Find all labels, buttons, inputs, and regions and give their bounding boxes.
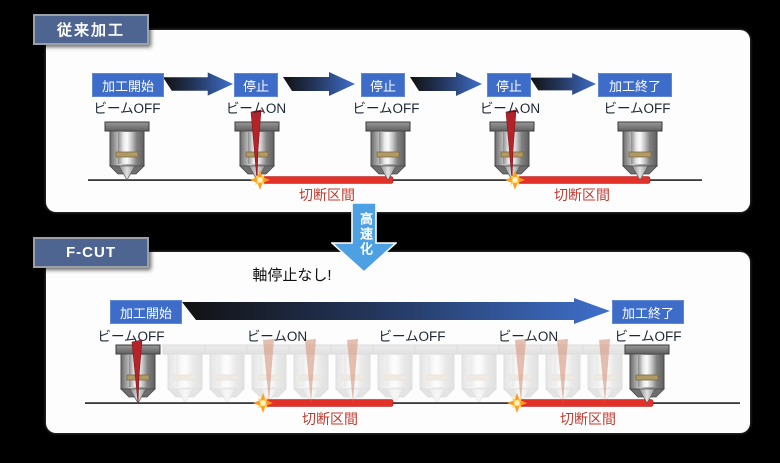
ghost-laser-beams	[263, 339, 610, 403]
cut-section-label: 切断区間	[299, 187, 355, 203]
cut-section-label: 切断区間	[554, 187, 610, 203]
beam-state-label: ビームOFF	[378, 329, 446, 344]
beam-state-label: ビームOFF	[614, 329, 682, 344]
cut-segment	[514, 176, 651, 184]
tab-conventional: 従来加工	[33, 14, 149, 45]
step-stop1-box: 停止	[234, 73, 278, 97]
beam-state-label: ビームON	[497, 329, 559, 344]
step-start-label: 加工開始	[101, 78, 154, 94]
nozzle-icon	[624, 344, 670, 404]
nozzle-icon	[617, 121, 663, 181]
laser-beam-icon	[505, 109, 517, 181]
beam-state-label: ビームON	[479, 101, 541, 116]
step-stop2-label: 停止	[369, 78, 396, 94]
conventional-graphic	[88, 109, 702, 190]
beam-state-label: ビームON	[246, 329, 308, 344]
right-arrow-icon	[410, 72, 482, 96]
beam-state-label: ビームON	[225, 101, 287, 116]
fcut-graphic	[85, 339, 740, 413]
fcut-start-label: 加工開始	[119, 305, 172, 321]
tab-fcut-label: F-CUT	[66, 244, 116, 261]
right-arrow-icon	[283, 72, 355, 96]
fcut-start-box: 加工開始	[110, 300, 182, 324]
beam-state-label: ビームOFF	[93, 101, 161, 116]
cut-section-label: 切断区間	[560, 411, 616, 427]
step-stop3-label: 停止	[495, 78, 522, 94]
beam-state-label: ビームOFF	[352, 101, 420, 116]
step-stop3-box: 停止	[487, 73, 531, 97]
cut-segment	[259, 176, 394, 184]
right-arrow-icon	[163, 72, 233, 96]
cut-segment	[262, 399, 394, 407]
speedup-down-arrow-icon	[331, 203, 397, 273]
cut-segment	[516, 399, 654, 407]
beam-state-label: ビームOFF	[603, 101, 671, 116]
speedup-label: 高速化	[358, 212, 373, 257]
material-line	[88, 179, 702, 181]
material-line	[85, 402, 740, 404]
long-right-arrow-icon	[182, 298, 610, 324]
nozzle-icon	[104, 121, 150, 181]
step-start-box: 加工開始	[92, 73, 164, 97]
nozzle-icon	[365, 121, 411, 181]
step-end-box: 加工終了	[598, 73, 672, 97]
ghost-nozzle-trail	[162, 344, 628, 404]
no-axis-stop-note: 軸停止なし!	[252, 267, 332, 284]
laser-beam-icon	[250, 109, 262, 181]
fcut-end-box: 加工終了	[612, 300, 684, 324]
step-end-label: 加工終了	[608, 78, 661, 94]
laser-beam-icon	[131, 339, 143, 404]
fcut-end-label: 加工終了	[621, 305, 674, 321]
tab-fcut: F-CUT	[33, 237, 149, 268]
cut-section-label: 切断区間	[302, 411, 358, 427]
right-arrow-icon	[530, 73, 596, 95]
step-stop1-label: 停止	[242, 78, 269, 94]
tab-conventional-label: 従来加工	[56, 22, 125, 39]
step-stop2-box: 停止	[361, 73, 405, 97]
beam-state-label: ビームOFF	[97, 329, 165, 344]
